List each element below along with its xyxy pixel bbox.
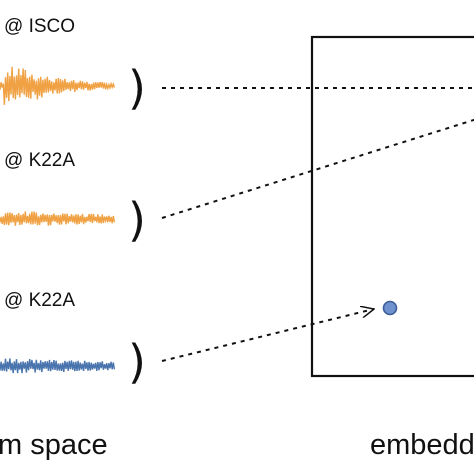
closing-paren-3: ) (128, 335, 146, 389)
signal-space-caption: m space (0, 429, 108, 461)
embedding-point (382, 300, 398, 316)
closing-paren-1: ) (128, 61, 146, 115)
seismic-waveform-3 (0, 358, 116, 374)
embedding-space-caption: embedd (370, 429, 474, 461)
station-label-2: @ K22A (4, 150, 75, 171)
station-label-3: @ K22A (4, 290, 75, 311)
mapping-arrow-3 (161, 309, 374, 362)
closing-paren-2: ) (128, 193, 146, 247)
station-label-1: @ ISCO (4, 16, 75, 37)
seismic-waveform-2 (0, 211, 116, 226)
seismic-waveform-1 (0, 66, 116, 105)
mapping-line-2 (161, 118, 474, 219)
embedding-space-box (310, 35, 474, 378)
